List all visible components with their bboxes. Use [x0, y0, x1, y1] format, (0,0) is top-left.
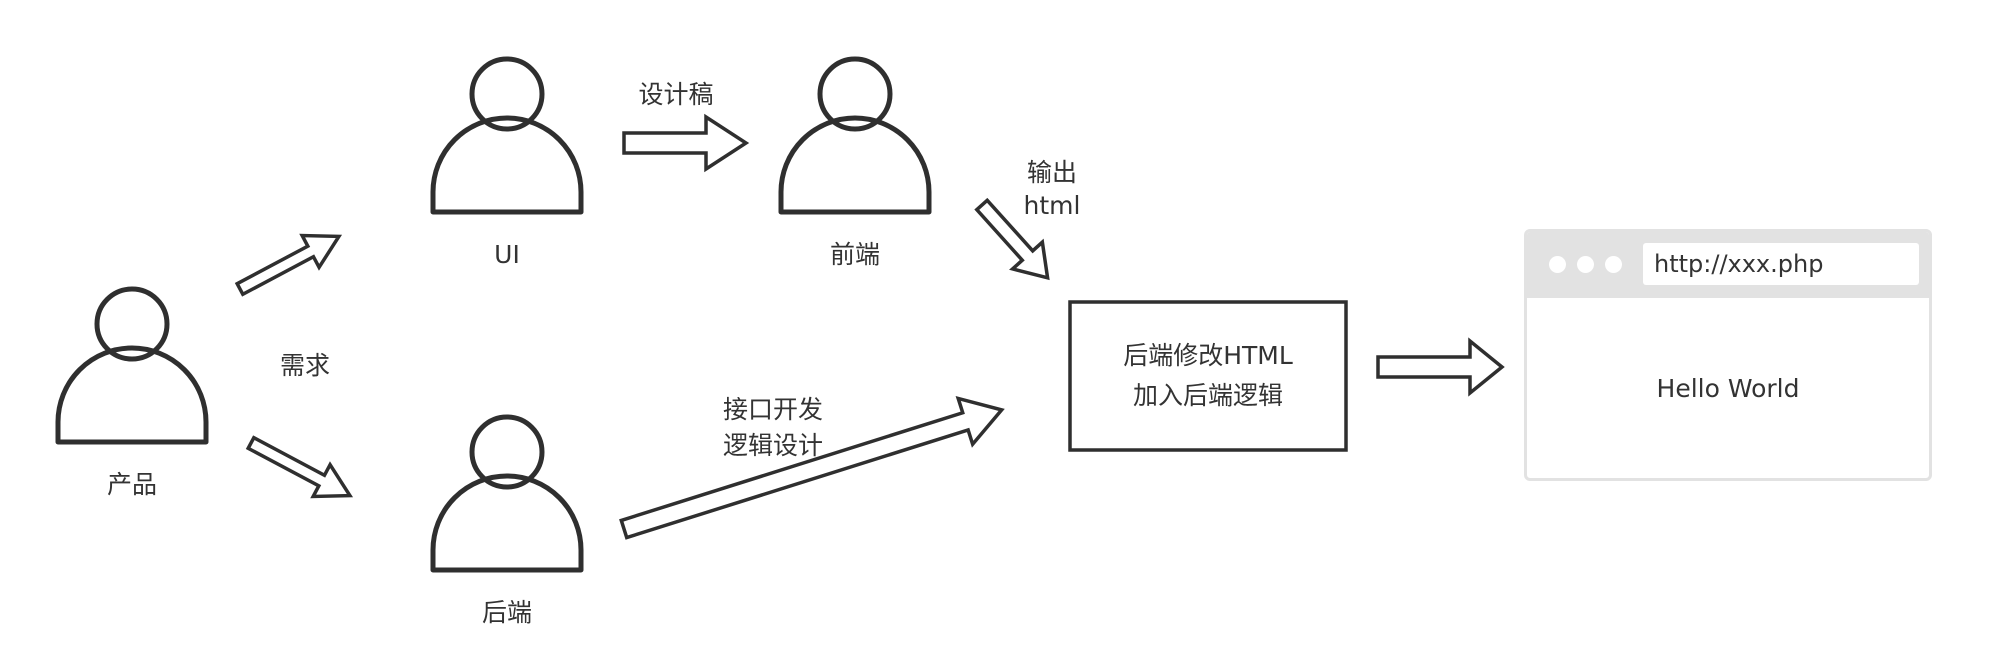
browser-page-content: Hello World — [1527, 298, 1929, 478]
api-dev-label-line1: 接口开发 — [722, 395, 824, 424]
window-dot-icon — [1577, 256, 1594, 273]
backend-label: 后端 — [481, 598, 533, 627]
browser-window: http://xxx.php Hello World — [1524, 229, 1932, 481]
process-box-line2: 加入后端逻辑 — [1132, 381, 1283, 410]
hello-world-text: Hello World — [1656, 373, 1800, 403]
design-label: 设计稿 — [638, 80, 714, 109]
output-html-label-line1: 输出 — [1026, 158, 1078, 187]
frontend-person-icon — [781, 59, 929, 212]
arrow-product-to-ui-icon — [234, 233, 343, 297]
process-box-line1: 后端修改HTML — [1123, 341, 1293, 370]
arrow-backend-to-box-icon — [619, 395, 1005, 540]
ui-person-icon — [433, 59, 581, 212]
arrow-frontend-to-box-icon — [974, 197, 1050, 281]
address-bar: http://xxx.php — [1643, 243, 1919, 285]
product-person-icon — [58, 289, 206, 442]
product-label: 产品 — [106, 470, 158, 499]
arrow-box-to-browser-icon — [1376, 337, 1505, 397]
process-box — [1068, 300, 1348, 452]
window-dot-icon — [1549, 256, 1566, 273]
browser-toolbar: http://xxx.php — [1527, 232, 1929, 298]
output-html-label-line2: html — [1023, 191, 1081, 220]
arrow-ui-to-frontend-icon — [622, 113, 750, 173]
backend-person-icon — [433, 417, 581, 570]
requirement-label: 需求 — [279, 351, 331, 380]
ui-label: UI — [494, 240, 520, 269]
frontend-label: 前端 — [829, 240, 881, 269]
process-box-text: 后端修改HTML 加入后端逻辑 — [1070, 302, 1346, 450]
api-dev-label-line2: 逻辑设计 — [722, 431, 824, 460]
arrow-product-to-backend-icon — [245, 435, 354, 499]
window-dot-icon — [1605, 256, 1622, 273]
